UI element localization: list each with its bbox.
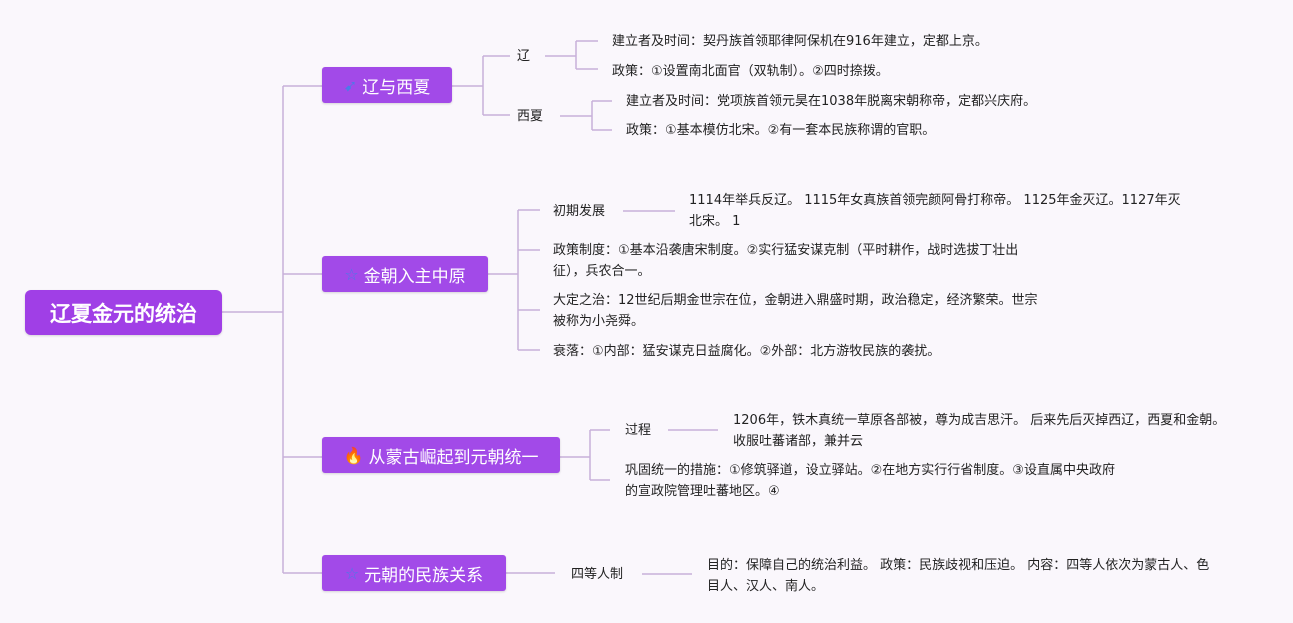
liao-founder: 建立者及时间：契丹族首领耶律阿保机在916年建立，定都上京。: [612, 34, 988, 49]
star-icon: ☆: [344, 563, 360, 583]
jin-policy[interactable]: 政策制度：①基本沿袭唐宋制度。②实行猛安谋克制（平时耕作，战时选拔丁壮出征），兵…: [553, 243, 1019, 279]
branch-mongol-yuan[interactable]: 🔥从蒙古崛起到元朝统一: [322, 437, 560, 473]
topic-xixia[interactable]: 西夏: [517, 109, 544, 124]
root-node[interactable]: 辽夏金元的统治: [25, 290, 222, 335]
four-classes-detail: 目的：保障自己的统治利益。 政策：民族歧视和压迫。 内容：四等人依次为蒙古人、色…: [707, 558, 1210, 594]
consolidation-measures[interactable]: 巩固统一的措施：①修筑驿道，设立驿站。②在地方实行行省制度。③设直属中央政府的宣…: [625, 463, 1115, 499]
dading-rule[interactable]: 大定之治：12世纪后期金世宗在位，金朝进入鼎盛时期，政治稳定，经济繁荣。世宗被称…: [553, 293, 1038, 329]
topic-liao[interactable]: 辽: [517, 49, 531, 64]
branch-liao-xixia[interactable]: ➹辽与西夏: [322, 67, 452, 103]
topic-early-development[interactable]: 初期发展: [553, 204, 606, 219]
branch-yuan-ethnic[interactable]: ☆元朝的民族关系: [322, 555, 506, 591]
xixia-founder: 建立者及时间：党项族首领元昊在1038年脱离宋朝称帝，定都兴庆府。: [626, 94, 1037, 109]
paper-plane-icon: ➹: [343, 75, 358, 95]
early-development-detail: 1114年举兵反辽。 1115年女真族首领完颜阿骨打称帝。 1125年金灭辽。1…: [689, 193, 1181, 229]
xixia-policy: 政策：①基本模仿北宋。②有一套本民族称谓的官职。: [626, 123, 936, 138]
process-detail: 1206年，铁木真统一草原各部被，尊为成吉思汗。 后来先后灭掉西辽，西夏和金朝。…: [733, 413, 1226, 449]
liao-policy: 政策：①设置南北面官（双轨制）。②四时捺拨。: [612, 64, 889, 79]
jin-decline[interactable]: 衰落：①内部：猛安谋克日益腐化。②外部：北方游牧民族的袭扰。: [553, 344, 941, 359]
star-icon: ☆: [344, 264, 359, 284]
topic-process[interactable]: 过程: [625, 423, 652, 438]
fire-icon: 🔥: [343, 445, 364, 465]
topic-four-classes[interactable]: 四等人制: [571, 567, 624, 582]
branch-jin[interactable]: ☆金朝入主中原: [322, 256, 488, 292]
